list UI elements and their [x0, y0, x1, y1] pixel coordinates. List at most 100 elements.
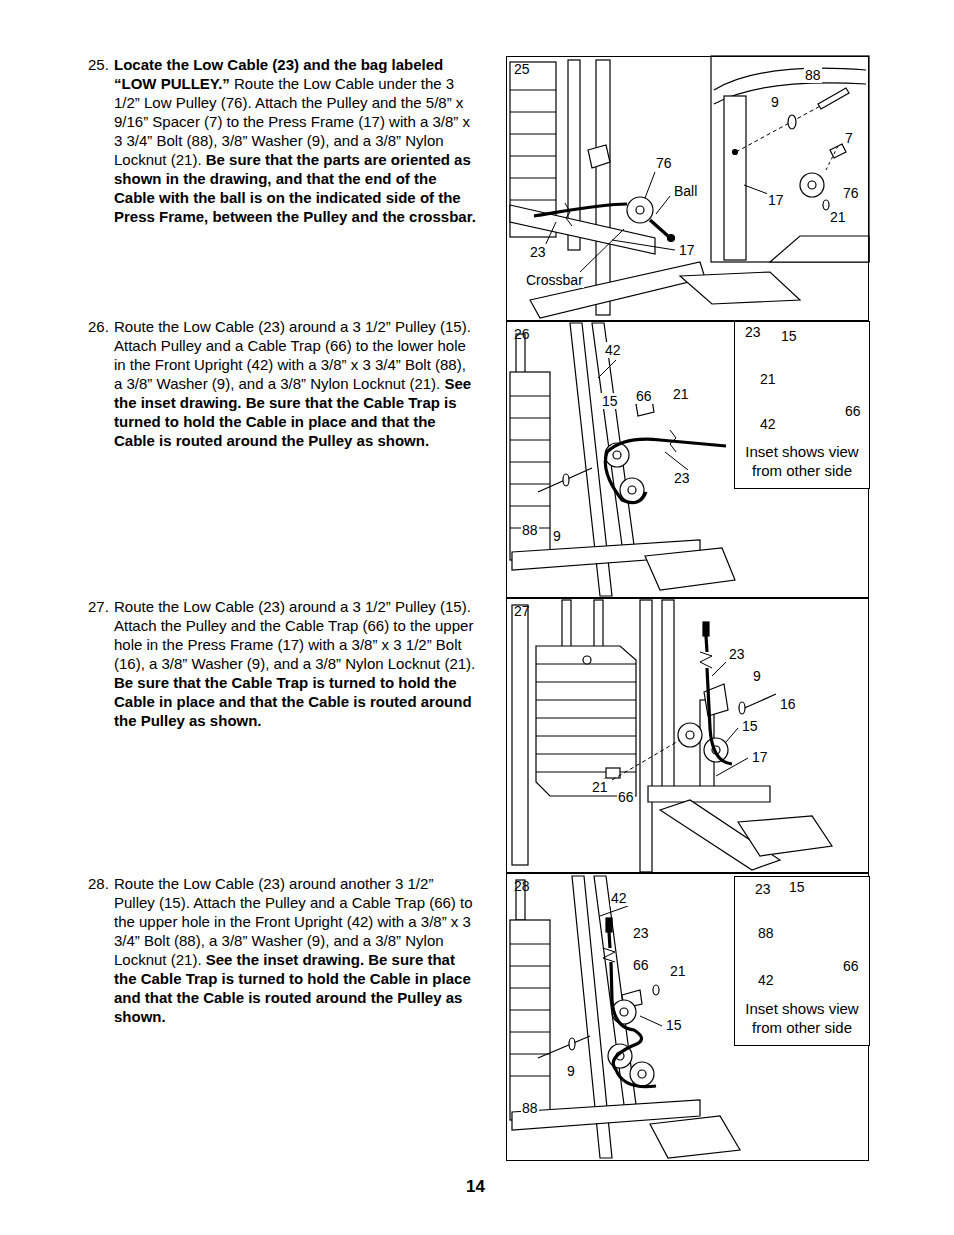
- callout-number: 15: [741, 718, 759, 734]
- step-number: 28.: [88, 874, 109, 893]
- callout-number: 88: [804, 67, 822, 83]
- leader-line: [645, 172, 655, 198]
- cable-end: [606, 918, 612, 932]
- break-mark: [603, 948, 615, 962]
- step-number: 25: [514, 61, 530, 77]
- break-mark: [565, 203, 572, 226]
- callout-number: 23: [673, 470, 691, 486]
- callout-number: 17: [767, 192, 785, 208]
- page-number: 14: [466, 1177, 485, 1197]
- press-frame: [724, 96, 746, 260]
- bolt: [818, 88, 849, 109]
- pulley-hub: [808, 181, 816, 189]
- leader-line: [712, 662, 726, 676]
- callout-number: 15: [788, 879, 806, 895]
- foot-plate: [738, 816, 832, 856]
- frame-arm: [714, 68, 866, 90]
- instruction-text: Locate the Low Cable (23) and the bag la…: [114, 55, 478, 226]
- part-label: Crossbar: [525, 272, 584, 288]
- callout-number: 9: [752, 668, 762, 684]
- pulley-hub: [638, 1070, 646, 1078]
- leader-line: [640, 1016, 662, 1026]
- base-beam: [530, 262, 705, 318]
- leader-line: [656, 196, 670, 214]
- pulley: [627, 197, 653, 223]
- instruction-text: Route the Low Cable (23) around a 3 1/2”…: [114, 317, 478, 450]
- foot-plate: [645, 548, 735, 590]
- callout-number: 9: [552, 528, 562, 544]
- step-number: 27.: [88, 597, 109, 616]
- leader-line: [598, 360, 616, 378]
- callout-number: 66: [632, 957, 650, 973]
- stack-lines: [536, 664, 636, 772]
- front-upright: [640, 600, 652, 872]
- step-text: Route the Low Cable (23) around a 3 1/2”…: [114, 318, 471, 392]
- step-number: 27: [514, 603, 530, 619]
- callout-number: 9: [770, 94, 780, 110]
- callout-number: 88: [757, 925, 775, 941]
- locknut: [653, 985, 659, 995]
- stack-lines: [510, 90, 556, 222]
- pulley: [678, 723, 702, 747]
- pulley-hub: [636, 206, 644, 214]
- figure-panel: 28Inset shows view from other side: [506, 873, 869, 1161]
- assembly-axis: [612, 740, 680, 780]
- callout-number: 21: [591, 779, 609, 795]
- base-beam: [648, 786, 770, 802]
- callout-number: 76: [842, 185, 860, 201]
- cable: [650, 220, 668, 236]
- instruction-text: Route the Low Cable (23) around a 3 1/2”…: [114, 597, 478, 730]
- step-number: 28: [514, 878, 530, 894]
- callout-number: 23: [728, 646, 746, 662]
- cable: [609, 932, 656, 1087]
- washer: [569, 1038, 575, 1050]
- callout-number: 66: [842, 958, 860, 974]
- cable-ball: [668, 235, 675, 242]
- caution-text: Be sure that the Cable Trap is turned to…: [114, 674, 472, 729]
- callout-number: 42: [610, 890, 628, 906]
- cable: [534, 204, 627, 216]
- callout-number: 66: [635, 388, 653, 404]
- callout-number: 16: [779, 696, 797, 712]
- callout-number: 66: [844, 403, 862, 419]
- callout-number: 15: [780, 328, 798, 344]
- part-label: Ball: [673, 183, 698, 199]
- callout-number: 42: [757, 972, 775, 988]
- bracket: [588, 145, 610, 168]
- weight-stack: [510, 920, 550, 1120]
- callout-number: 23: [744, 324, 762, 340]
- callout-number: 17: [678, 242, 696, 258]
- pulley-hub: [620, 1008, 628, 1016]
- cable-end: [703, 622, 709, 636]
- figure-panel: 26Inset shows view from other side: [506, 321, 869, 598]
- callout-number: 76: [655, 155, 673, 171]
- callout-number: 21: [669, 963, 687, 979]
- callout-number: 21: [829, 209, 847, 225]
- washer: [739, 702, 745, 714]
- step-number: 25.: [88, 55, 109, 74]
- pulley: [630, 1062, 654, 1086]
- callout-number: 7: [844, 130, 854, 146]
- callout-number: 15: [665, 1017, 683, 1033]
- inset-note: Inset shows view from other side: [739, 442, 865, 480]
- leader-line: [826, 146, 838, 170]
- break-mark: [700, 652, 712, 668]
- leader-line: [612, 240, 675, 250]
- leader-line: [726, 728, 738, 742]
- callout-number: 88: [521, 1100, 539, 1116]
- upright: [662, 600, 674, 800]
- pulley-hub: [686, 731, 694, 739]
- step-number: 26.: [88, 317, 109, 336]
- instruction-text: Route the Low Cable (23) around another …: [114, 874, 478, 1026]
- callout-number: 23: [529, 244, 547, 260]
- callout-number: 17: [751, 749, 769, 765]
- cable-trap: [606, 768, 620, 778]
- pulley-hub: [613, 451, 621, 459]
- leader-line: [578, 229, 624, 274]
- inset-note: Inset shows view from other side: [739, 999, 865, 1037]
- step-number: 26: [514, 326, 530, 342]
- figure-panel: 27: [506, 598, 869, 873]
- press-frame: [596, 60, 610, 315]
- bolt: [538, 468, 592, 492]
- bolt: [538, 1036, 590, 1058]
